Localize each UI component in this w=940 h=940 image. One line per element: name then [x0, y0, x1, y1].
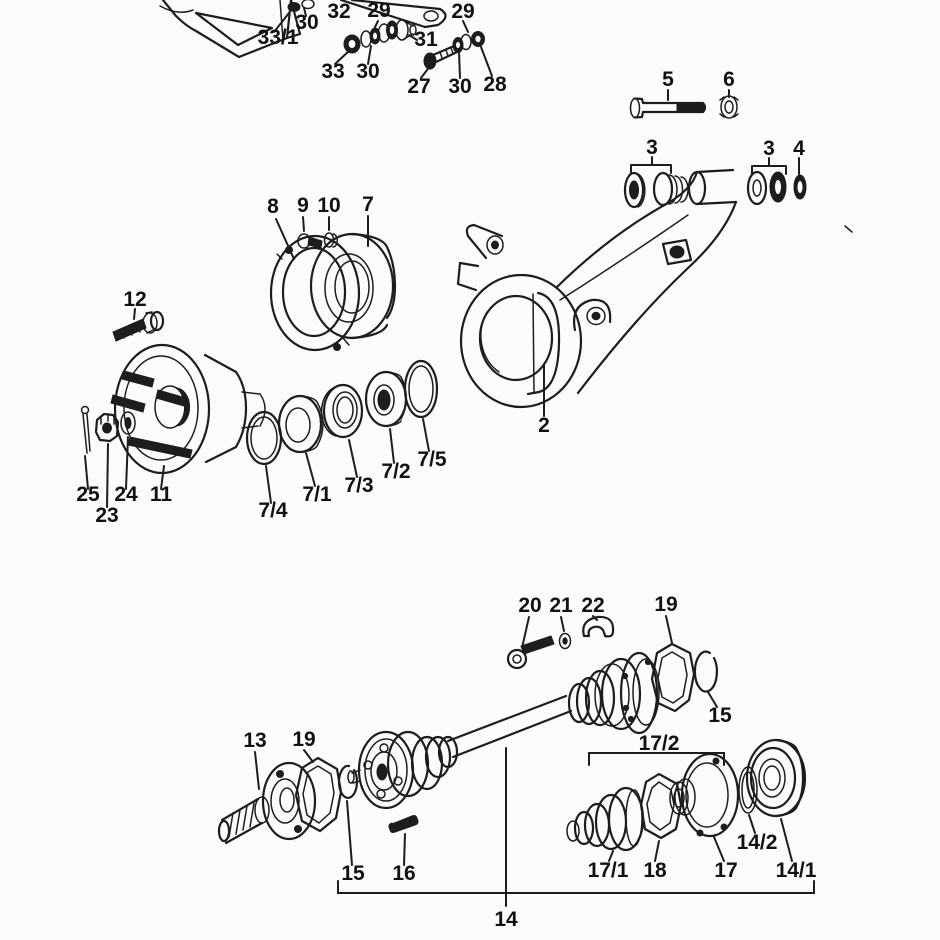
part-label-33-1: 33/1 [258, 26, 299, 49]
part-label-17-2: 17/2 [639, 732, 680, 755]
trailing-arm-drawing [456, 170, 738, 409]
part-labels: 33/1 30 32 29 29 31 33 30 27 30 28 5 6 3… [76, 0, 816, 931]
part-label-4: 4 [793, 137, 805, 160]
part-label-5: 5 [662, 68, 674, 91]
part-label-3a: 3 [646, 136, 658, 159]
part-label-7-2: 7/2 [381, 460, 410, 483]
leader-lines [84, 7, 800, 866]
part-label-2: 2 [538, 414, 550, 437]
part-label-7-3: 7/3 [344, 474, 373, 497]
part-label-14-1: 14/1 [776, 859, 817, 882]
stub-axle-drawing [217, 756, 343, 845]
part-label-18: 18 [643, 859, 667, 882]
part-label-12: 12 [123, 288, 146, 311]
part-label-15a: 15 [708, 704, 732, 727]
link-arm-drawing [339, 0, 447, 29]
part-label-17: 17 [714, 859, 737, 882]
part-label-21: 21 [549, 594, 573, 617]
part-label-30b: 30 [356, 60, 379, 83]
part-label-32: 32 [327, 0, 350, 23]
pivot-bolt-drawing [629, 95, 739, 119]
part-label-7: 7 [362, 193, 374, 216]
drive-shaft-drawing [337, 615, 719, 907]
part-label-30a: 30 [295, 11, 318, 34]
part-label-20: 20 [518, 594, 541, 617]
bearing-cover-drawing [269, 232, 397, 352]
part-label-16: 16 [392, 862, 415, 885]
part-label-17-1: 17/1 [588, 859, 629, 882]
part-label-24: 24 [114, 483, 138, 506]
part-label-7-5: 7/5 [417, 448, 447, 471]
part-label-19b: 19 [292, 728, 315, 751]
part-label-9: 9 [297, 194, 309, 217]
group-bracket-14 [337, 880, 815, 894]
bearing-set-drawing [245, 359, 439, 466]
part-label-11: 11 [150, 483, 173, 506]
part-label-7-4: 7/4 [258, 499, 288, 522]
part-label-6: 6 [723, 68, 735, 91]
part-label-29a: 29 [367, 0, 390, 22]
part-label-10: 10 [317, 194, 340, 217]
part-label-29b: 29 [451, 0, 474, 23]
part-label-19a: 19 [654, 593, 677, 616]
bushing-set-drawing [623, 156, 853, 233]
part-label-33: 33 [321, 60, 344, 83]
part-label-13: 13 [243, 729, 266, 752]
part-label-14-2: 14/2 [737, 831, 778, 854]
part-label-7-1: 7/1 [302, 483, 332, 506]
part-label-3b: 3 [763, 137, 775, 160]
part-label-8: 8 [267, 195, 279, 218]
part-label-31: 31 [414, 28, 438, 51]
cv-joint-parts-drawing [566, 738, 807, 852]
part-label-22: 22 [581, 594, 604, 617]
part-label-23: 23 [95, 504, 118, 527]
part-label-14: 14 [494, 908, 518, 931]
wheel-hub-drawing [80, 310, 266, 475]
part-label-25: 25 [76, 483, 100, 506]
top-hardware-drawing [287, 0, 485, 70]
part-label-27: 27 [407, 75, 430, 98]
part-label-30c: 30 [448, 75, 471, 98]
part-label-28: 28 [483, 73, 507, 96]
part-label-15b: 15 [341, 862, 365, 885]
